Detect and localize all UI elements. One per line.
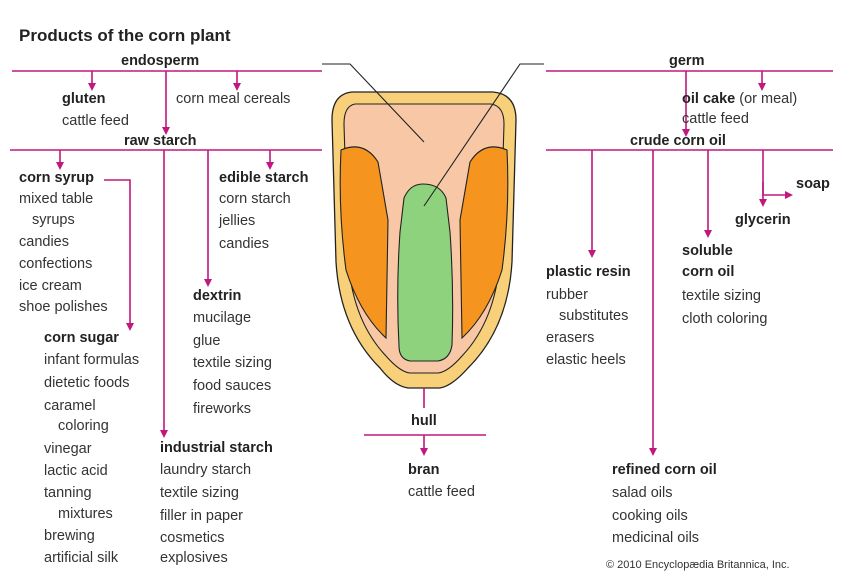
oil-cake-label: oil cake (or meal) [682,91,797,108]
corn-syrup-label: corn syrup [19,170,94,186]
diagram-title: Products of the corn plant [19,26,231,45]
industrial-starch-use: explosives [160,550,228,566]
plastic-resin-use: elastic heels [546,352,626,368]
corn-sugar-use: infant formulas [44,352,140,368]
edible-starch-use: jellies [219,213,256,229]
corn-syrup-use: shoe polishes [19,299,108,315]
industrial-starch-use: filler in paper [160,508,244,524]
edible-starch-use: candies [219,236,269,252]
bran-label: bran [408,462,440,478]
crude-corn-oil-label: crude corn oil [630,133,726,149]
dextrin-use: food sauces [193,378,272,394]
germ-label: germ [669,53,705,69]
corn-sugar-use: coloring [58,418,109,434]
refined-corn-oil-use: salad oils [612,485,673,501]
corn-syrup-use: ice cream [19,278,82,294]
corn-syrup-use: candies [19,234,69,250]
bran-use: cattle feed [408,484,475,500]
dextrin-label: dextrin [193,288,242,304]
glycerin-label: glycerin [735,212,791,228]
corn-sugar-use: vinegar [44,441,92,457]
gluten-use: cattle feed [62,113,129,129]
industrial-starch-use: cosmetics [160,530,225,546]
dextrin-use: glue [193,333,221,349]
industrial-starch-use: textile sizing [160,485,239,501]
dextrin-use: mucilage [193,310,252,326]
kernel-horny-endosperm-right [459,146,509,340]
corn-syrup-use: mixed table [19,191,94,207]
germ-pointer-line [423,63,544,207]
gluten-label: gluten [62,91,106,107]
refined-corn-oil-label: refined corn oil [612,462,717,478]
copyright-notice: © 2010 Encyclopædia Britannica, Inc. [606,559,790,571]
plastic-resin-use: substitutes [559,308,629,324]
oil-cake-name: oil cake [682,91,736,107]
raw-starch-label: raw starch [124,133,197,149]
oil-cake-suffix: (or meal) [739,91,798,107]
soluble-corn-oil-label-line1: soluble [682,243,733,259]
corn-sugar-label: corn sugar [44,330,119,346]
kernel-germ [397,183,454,362]
corn-kernel-illustration [322,63,544,389]
soluble-corn-oil-use: cloth coloring [682,311,768,327]
dextrin-use: textile sizing [193,355,272,371]
endosperm-label: endosperm [121,53,200,69]
corn-sugar-use: lactic acid [44,463,108,479]
plastic-resin-use: erasers [546,330,595,346]
corn-sugar-use: dietetic foods [44,375,130,391]
plastic-resin-label: plastic resin [546,264,631,280]
hull-label: hull [411,413,437,429]
edible-starch-label: edible starch [219,170,309,186]
industrial-starch-label: industrial starch [160,440,273,456]
refined-corn-oil-use: cooking oils [612,508,688,524]
soap-label: soap [796,176,830,192]
edible-starch-use: corn starch [219,191,291,207]
dextrin-use: fireworks [193,401,252,417]
oil-cake-use: cattle feed [682,111,749,127]
refined-corn-oil-use: medicinal oils [612,530,700,546]
corn-syrup-use: confections [19,256,93,272]
soluble-corn-oil-use: textile sizing [682,288,761,304]
corn-meal-cereals-label: corn meal cereals [176,91,291,107]
corn-sugar-use: mixtures [58,506,113,522]
kernel-horny-endosperm-left [339,146,389,340]
plastic-resin-use: rubber [546,287,588,303]
corn-syrup-use: syrups [32,212,75,228]
soluble-corn-oil-label-line2: corn oil [682,264,735,280]
industrial-starch-use: laundry starch [160,462,252,478]
corn-sugar-use: artificial silk [44,550,119,566]
endosperm-pointer-line [322,63,425,143]
corn-sugar-use: caramel [44,398,96,414]
corn-sugar-use: brewing [44,528,95,544]
corn-sugar-use: tanning [44,485,92,501]
